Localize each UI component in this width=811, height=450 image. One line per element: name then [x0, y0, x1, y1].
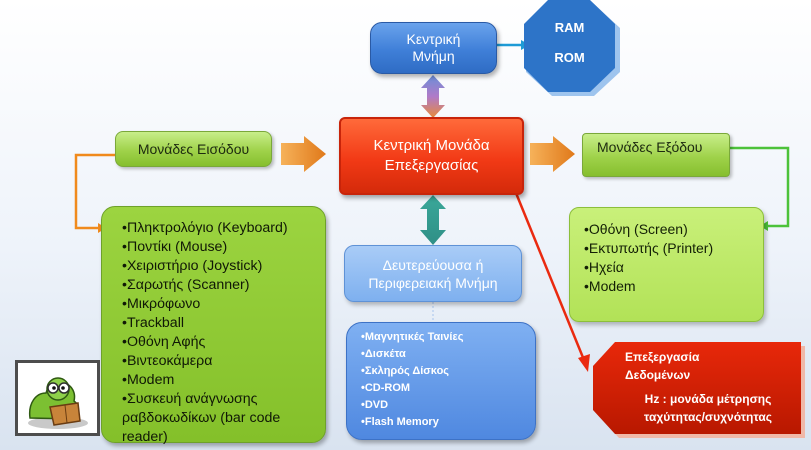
input-device-item: Χειριστήριο (Joystick) — [122, 257, 315, 276]
secondary-memory-box: Δευτερεύουσα ή Περιφερειακή Μνήμη — [344, 245, 522, 302]
ram-rom-octagon — [524, 0, 615, 92]
output-device-item: Modem — [584, 277, 755, 296]
cpu-to-processing-line — [514, 192, 586, 361]
storage-device-item: Δισκέτα — [361, 346, 527, 363]
storage-device-item: Flash Memory — [361, 414, 527, 431]
central-memory-label: Κεντρική Μνήμη — [406, 31, 461, 64]
input-device-item: Συσκευή ανάγνωσης ραβδοκωδίκων (bar code… — [122, 390, 315, 447]
output-device-item: Εκτυπωτής (Printer) — [584, 239, 755, 258]
memory-cpu-double-arrow — [421, 75, 445, 118]
storage-devices-list-box: Μαγνητικές Ταινίες Δισκέτα Σκληρός Δίσκο… — [346, 322, 536, 440]
output-devices-list-box: Οθόνη (Screen) Εκτυπωτής (Printer) Ηχεία… — [569, 207, 764, 322]
input-device-item: Πληκτρολόγιο (Keyboard) — [122, 219, 315, 238]
cpu-box: Κεντρική Μονάδα Επεξεργασίας — [339, 117, 524, 195]
ram-label: RAM — [524, 16, 615, 38]
output-connector-line — [730, 146, 790, 228]
cpu-secondary-double-arrow — [420, 195, 446, 245]
input-units-box: Μονάδες Εισόδου — [115, 131, 272, 167]
output-device-item: Οθόνη (Screen) — [584, 220, 755, 239]
input-connector-line — [74, 153, 115, 230]
input-devices-list: Πληκτρολόγιο (Keyboard) Ποντίκι (Mouse) … — [122, 219, 315, 447]
output-devices-list: Οθόνη (Screen) Εκτυπωτής (Printer) Ηχεία… — [584, 220, 755, 296]
input-units-label: Μονάδες Εισόδου — [137, 141, 250, 157]
bookworm-drawing — [28, 377, 88, 429]
output-device-item: Ηχεία — [584, 258, 755, 277]
rom-label: ROM — [524, 46, 615, 68]
input-device-item: Ποντίκι (Mouse) — [122, 238, 315, 257]
secondary-memory-label: Δευτερεύουσα ή Περιφερειακή Μνήμη — [368, 256, 498, 291]
input-device-item: Modem — [122, 371, 315, 390]
input-devices-list-box: Πληκτρολόγιο (Keyboard) Ποντίκι (Mouse) … — [101, 206, 326, 445]
processing-title: Επεξεργασία Δεδομένων — [625, 350, 700, 382]
input-device-item: Βιντεοκάμερα — [122, 352, 315, 371]
cpu-to-processing-arrowhead — [578, 354, 590, 372]
central-memory-box: Κεντρική Μνήμη — [370, 22, 497, 74]
input-device-item: Οθόνη Αφής — [122, 333, 315, 352]
output-units-label: Μονάδες Εξόδου — [597, 139, 703, 155]
cpu-label: Κεντρική Μονάδα Επεξεργασίας — [373, 137, 490, 174]
storage-device-item: DVD — [361, 397, 527, 414]
storage-device-item: Μαγνητικές Ταινίες — [361, 329, 527, 346]
bookworm-mascot-icon — [15, 360, 100, 436]
processing-octagon — [593, 342, 805, 438]
input-device-item: Σαρωτής (Scanner) — [122, 276, 315, 295]
storage-device-item: CD-ROM — [361, 380, 527, 397]
output-connector-arrowhead — [760, 221, 768, 231]
ram-text: RAM — [554, 19, 585, 35]
storage-devices-list: Μαγνητικές Ταινίες Δισκέτα Σκληρός Δίσκο… — [361, 329, 527, 431]
processing-note: Hz : μονάδα μέτρησης ταχύτητας/συχνότητα… — [643, 392, 773, 424]
rom-text: ROM — [554, 49, 585, 65]
input-to-cpu-arrow — [281, 136, 326, 172]
output-units-box: Μονάδες Εξόδου — [582, 133, 730, 177]
cpu-to-output-arrow — [530, 136, 575, 172]
input-device-item: Trackball — [122, 314, 315, 333]
storage-device-item: Σκληρός Δίσκος — [361, 363, 527, 380]
processing-text-box: Επεξεργασία Δεδομένων Hz : μονάδα μέτρησ… — [600, 348, 805, 438]
input-device-item: Μικρόφωνο — [122, 295, 315, 314]
